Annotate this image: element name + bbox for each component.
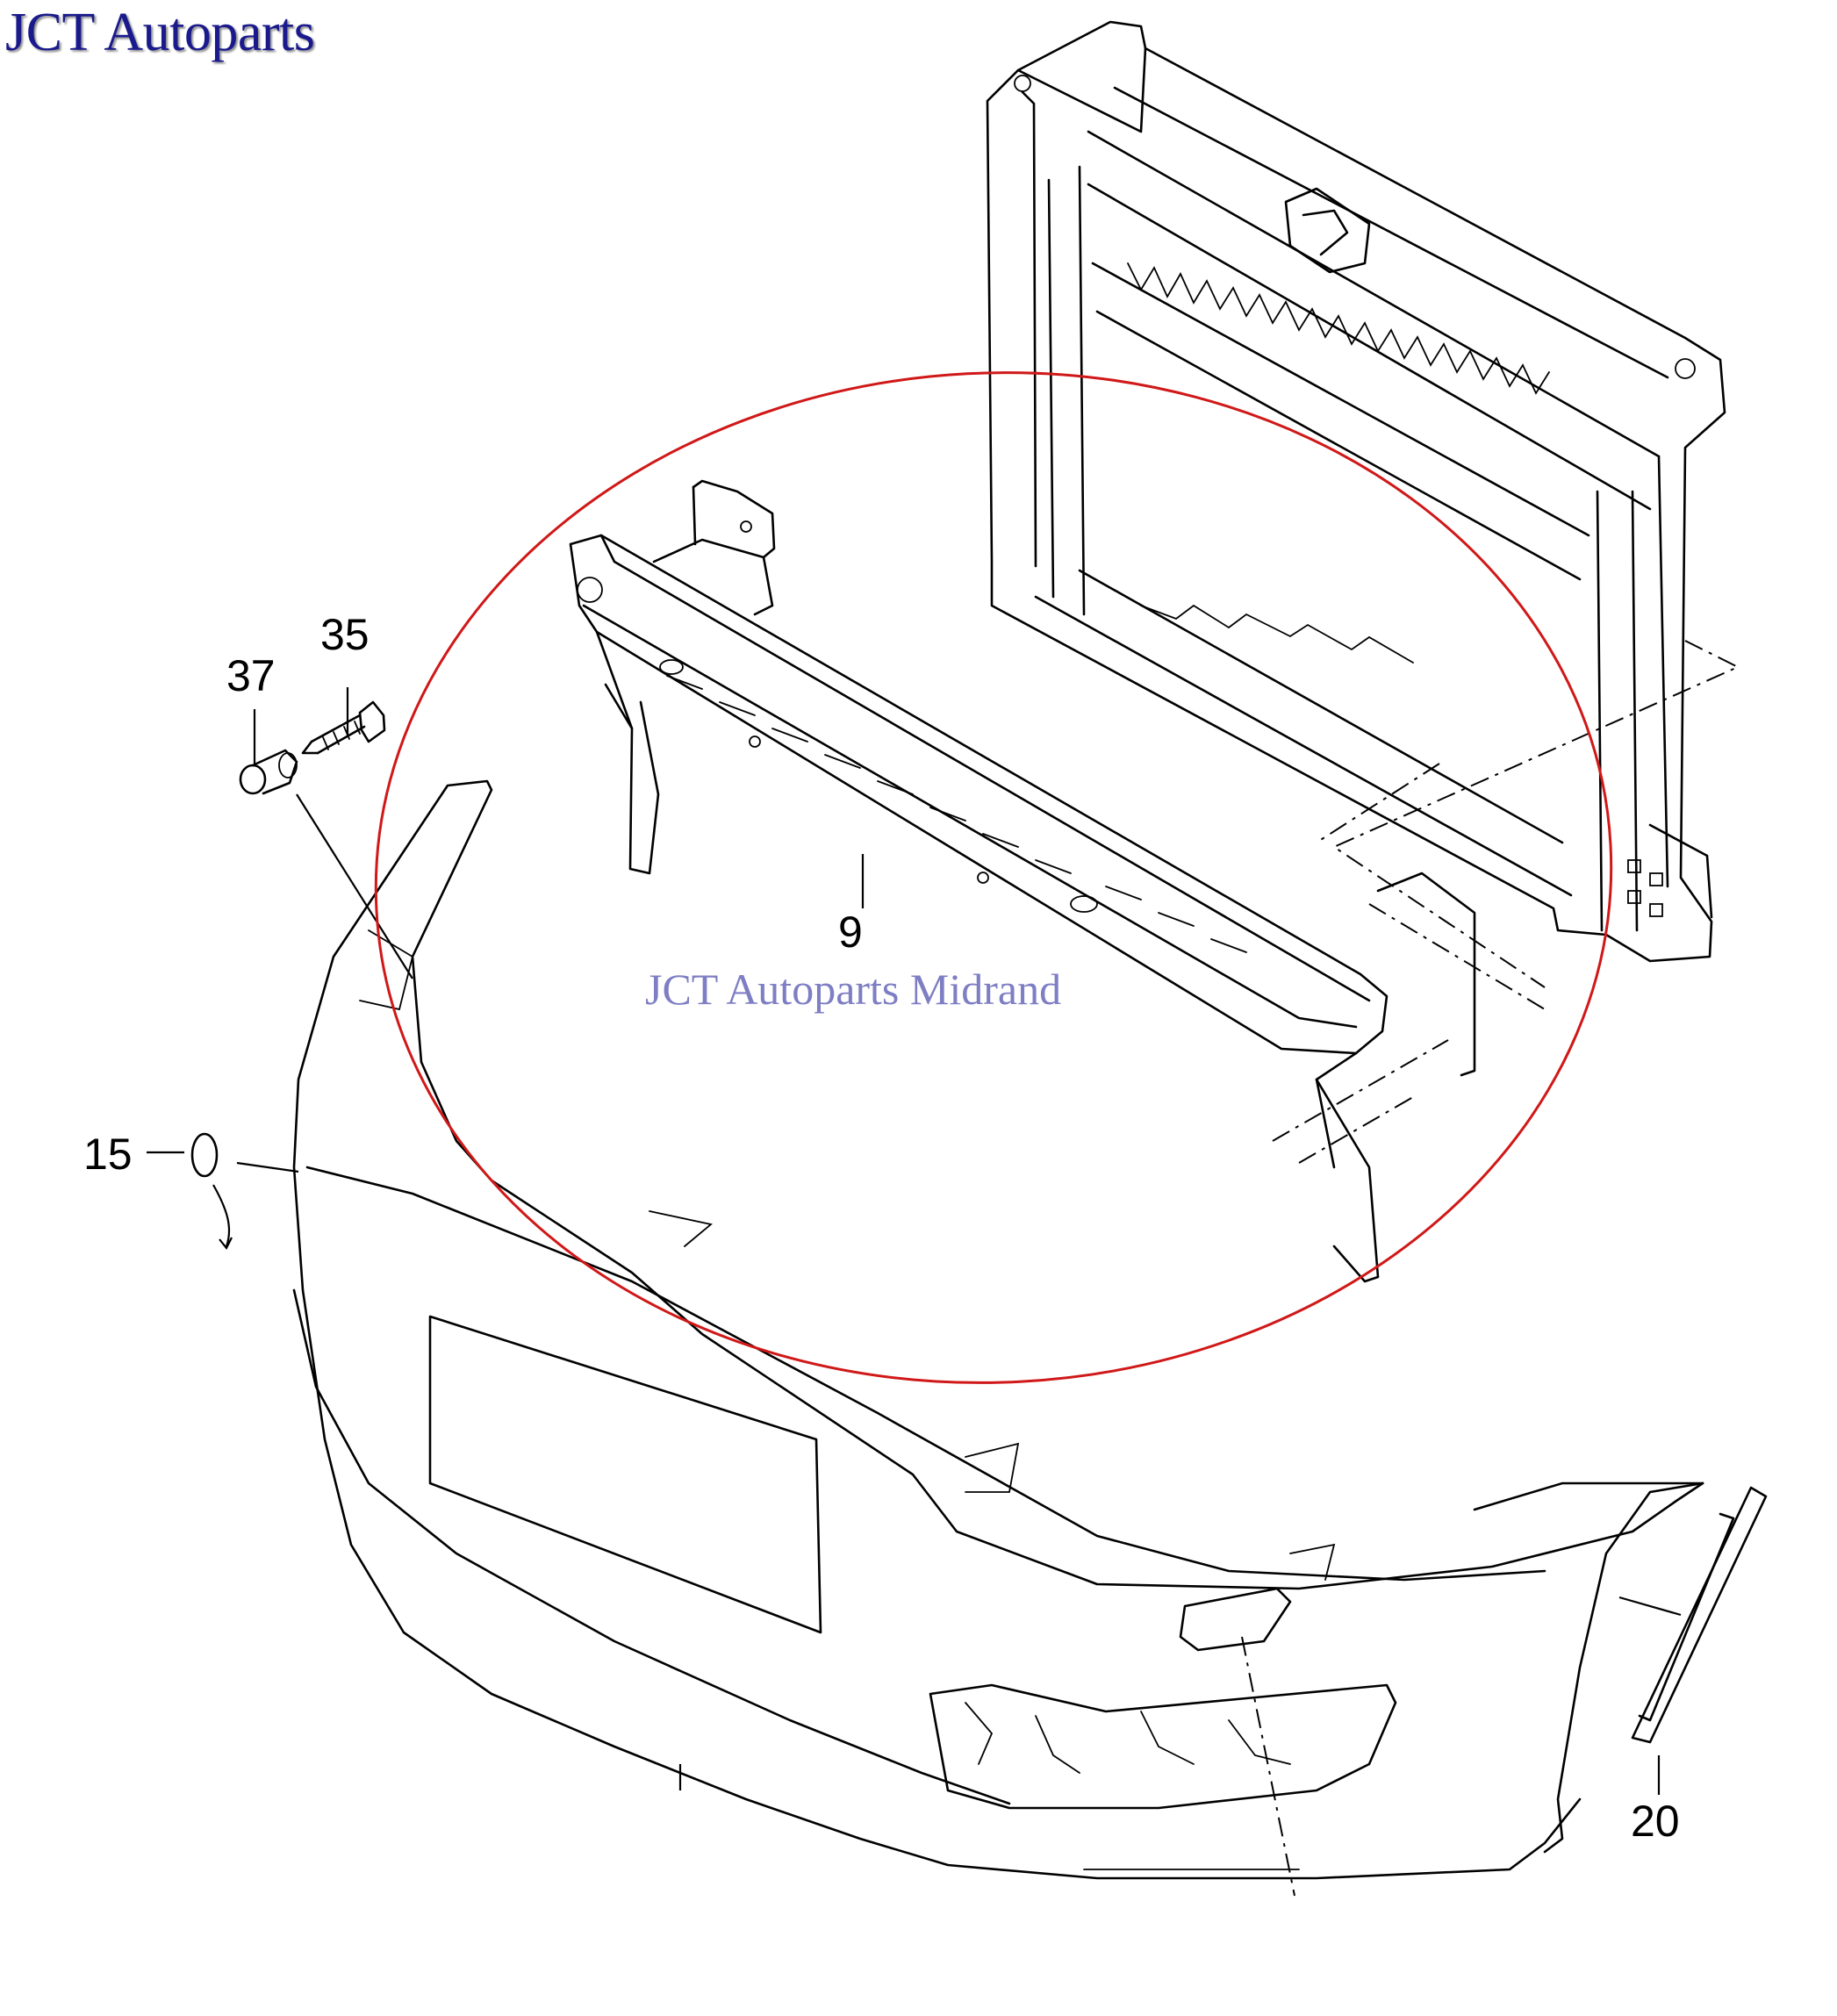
bumper-cover <box>292 779 1704 1880</box>
highlight-circle <box>374 371 1613 1384</box>
callout-number-9: 9 <box>838 908 863 957</box>
bumper-reinforcement-bar <box>569 479 1476 1283</box>
callout-number-15: 15 <box>83 1130 133 1179</box>
callout-number-35: 35 <box>320 610 370 659</box>
brand-title: JCT Autoparts <box>5 3 315 62</box>
alignment-lines <box>1241 640 1740 1897</box>
grommet-and-screw <box>239 700 386 795</box>
callout-number-20: 20 <box>1631 1797 1680 1846</box>
watermark-text: JCT Autoparts Midrand <box>645 965 1062 1014</box>
front-carrier-assembly <box>986 20 1726 963</box>
tow-eye-cap <box>190 1132 233 1251</box>
callout-number-37: 37 <box>226 651 276 700</box>
side-trim-strip <box>1631 1486 1768 1744</box>
callout-leaders <box>147 687 1682 1795</box>
